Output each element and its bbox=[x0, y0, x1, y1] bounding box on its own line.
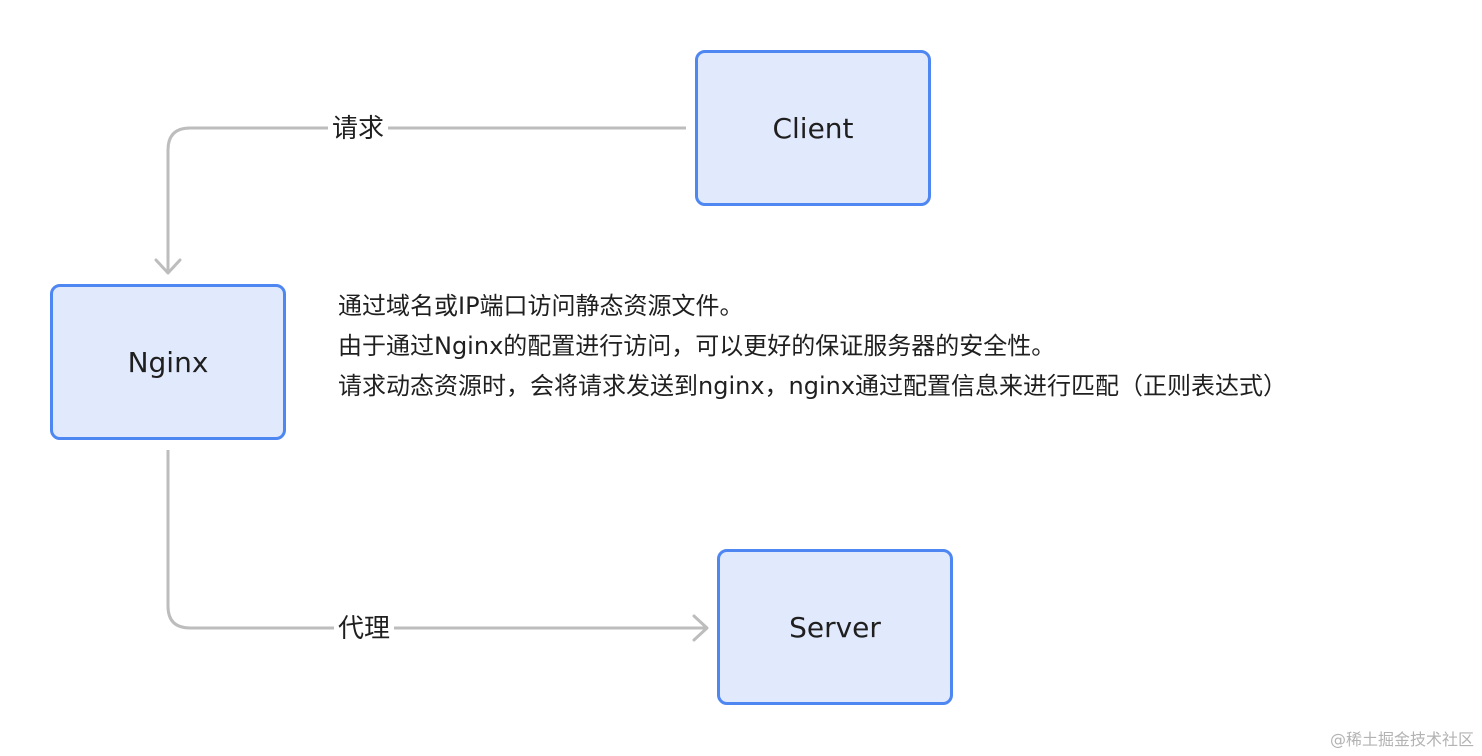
edge-proxy-arrowhead bbox=[692, 614, 709, 642]
note-line: 由于通过Nginx的配置进行访问，可以更好的保证服务器的安全性。 bbox=[338, 332, 1056, 360]
node-client: Client bbox=[695, 50, 931, 206]
nginx-notes: 通过域名或IP端口访问静态资源文件。 由于通过Nginx的配置进行访问，可以更好… bbox=[338, 286, 1287, 406]
node-nginx: Nginx bbox=[50, 284, 286, 440]
node-server: Server bbox=[717, 549, 953, 705]
edge-proxy bbox=[166, 450, 706, 630]
edge-request-arrowhead bbox=[154, 258, 182, 275]
edge-request bbox=[166, 126, 686, 272]
edge-label-request: 请求 bbox=[328, 113, 389, 145]
edge-label-proxy: 代理 bbox=[334, 613, 395, 645]
watermark: @稀土掘金技术社区 bbox=[1329, 730, 1474, 749]
note-line: 通过域名或IP端口访问静态资源文件。 bbox=[338, 292, 744, 320]
note-line: 请求动态资源时，会将请求发送到nginx，nginx通过配置信息来进行匹配（正则… bbox=[338, 372, 1288, 400]
